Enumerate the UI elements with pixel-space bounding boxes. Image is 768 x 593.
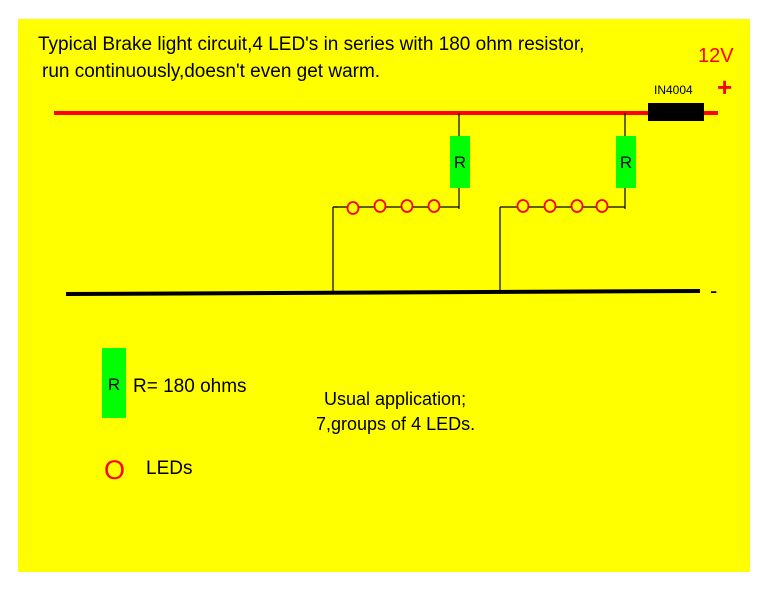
group1-leds <box>346 199 441 215</box>
led <box>570 199 584 213</box>
group2-resistor <box>616 136 636 188</box>
legend-resistor-symbol: R <box>108 375 120 394</box>
negative-terminal-label: - <box>710 278 718 303</box>
led <box>400 199 414 213</box>
group2-leds <box>516 199 609 213</box>
circuit-canvas: R R R <box>18 19 750 572</box>
legend-resistor <box>102 348 126 418</box>
led <box>373 199 387 213</box>
group2-resistor-symbol: R <box>620 153 632 172</box>
legend-led-text: LEDs <box>146 458 193 479</box>
legend-led-symbol: O <box>104 455 126 485</box>
diode-in4004 <box>648 103 704 121</box>
led <box>595 199 609 213</box>
positive-terminal-label: + <box>717 72 733 102</box>
negative-rail <box>65 289 701 296</box>
title-line-2: run continuously,doesn't even get warm. <box>42 61 381 82</box>
led <box>427 199 441 213</box>
title-line-1: Typical Brake light circuit,4 LED's in s… <box>38 34 585 55</box>
supply-voltage-label: 12V <box>698 45 734 67</box>
led <box>543 199 557 213</box>
diode-label: IN4004 <box>654 83 693 97</box>
group1-resistor-symbol: R <box>454 153 466 172</box>
led <box>516 199 530 213</box>
group1-resistor <box>450 136 470 188</box>
legend-resistor-text: R= 180 ohms <box>133 376 247 397</box>
application-note-line-1: Usual application; <box>324 389 467 409</box>
led <box>346 201 360 215</box>
application-note-line-2: 7,groups of 4 LEDs. <box>316 414 476 434</box>
